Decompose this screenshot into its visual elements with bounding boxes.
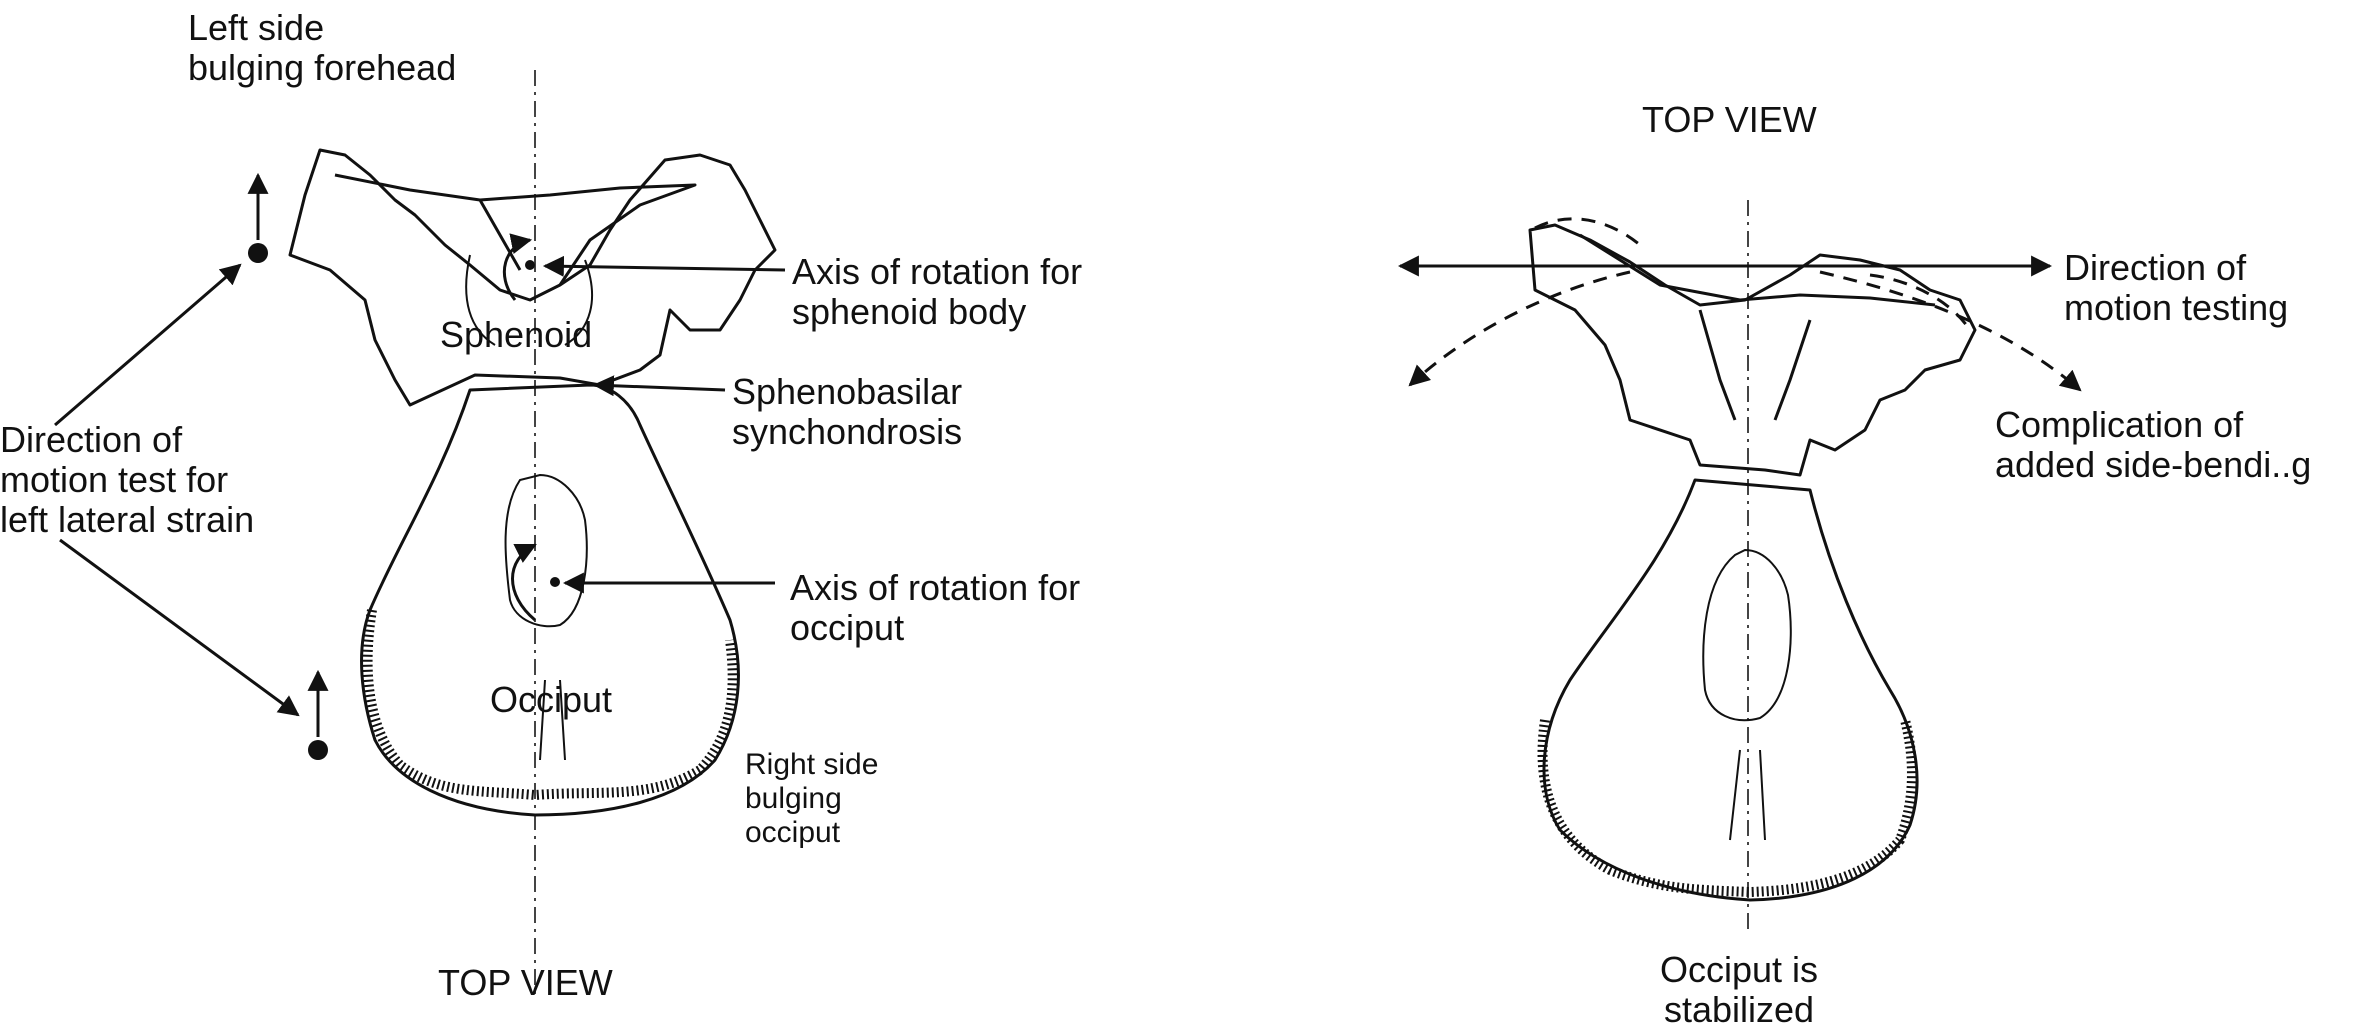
side-bending-arrow-left — [1408, 270, 1631, 387]
left-sphenoid-shape — [288, 148, 777, 407]
left-sphenoid-crest — [334, 173, 697, 286]
left-foramen — [504, 473, 588, 628]
left-occiput-rotation-arrow — [511, 543, 537, 622]
motion-test-label: Direction of motion test for left latera… — [0, 419, 255, 540]
complication-label: Complication of added side-bendi..g — [1995, 404, 2312, 485]
right-occiput-rim — [1537, 718, 1917, 898]
ssb-label: Sphenobasilar synchondrosis — [732, 371, 963, 452]
right-occiput-shape — [1542, 478, 1919, 902]
left-top-view-label: TOP VIEW — [438, 962, 613, 1003]
forehead-label: Left side bulging forehead — [188, 7, 457, 88]
left-sphenoid-axis-point — [525, 260, 535, 270]
right-foramen — [1702, 548, 1792, 722]
bulging-occiput-label: Right side bulging occiput — [745, 748, 879, 849]
right-sphenoid-crest — [1579, 233, 1936, 421]
occiput-axis-label: Axis of rotation for occiput — [790, 567, 1081, 648]
ssb-leader — [592, 375, 726, 397]
left-occiput-shape — [360, 383, 740, 817]
upper-motion-dot — [248, 243, 268, 263]
motion-testing-label: Direction of motion testing — [2064, 247, 2289, 328]
left-occiput-axis-point — [550, 577, 560, 587]
motion-test-arrow-down — [59, 538, 300, 717]
occiput-label: Occiput — [490, 679, 613, 720]
sphenoid-axis-label: Axis of rotation for sphenoid body — [792, 251, 1083, 332]
right-occipital-crest — [1729, 749, 1766, 841]
right-sphenoid-shape — [1528, 223, 1977, 477]
sphenoid-axis-leader — [542, 255, 786, 277]
sphenoid-label: Sphenoid — [440, 314, 593, 355]
left-occipital-crest — [539, 679, 566, 761]
motion-test-arrow-up — [54, 263, 242, 427]
left-sphenoid-rotation-arrow — [502, 233, 533, 301]
left-panel — [54, 70, 786, 1000]
right-top-view-label: TOP VIEW — [1642, 99, 1817, 140]
side-bending-arrow-right — [1819, 270, 2082, 392]
right-sphenoid-ghost — [1534, 217, 1972, 331]
left-sphenoid-body — [465, 254, 593, 346]
lower-motion-dot — [308, 740, 328, 760]
stabilized-label: Occiput is stabilized — [1660, 949, 1819, 1030]
right-panel — [1397, 200, 2082, 935]
